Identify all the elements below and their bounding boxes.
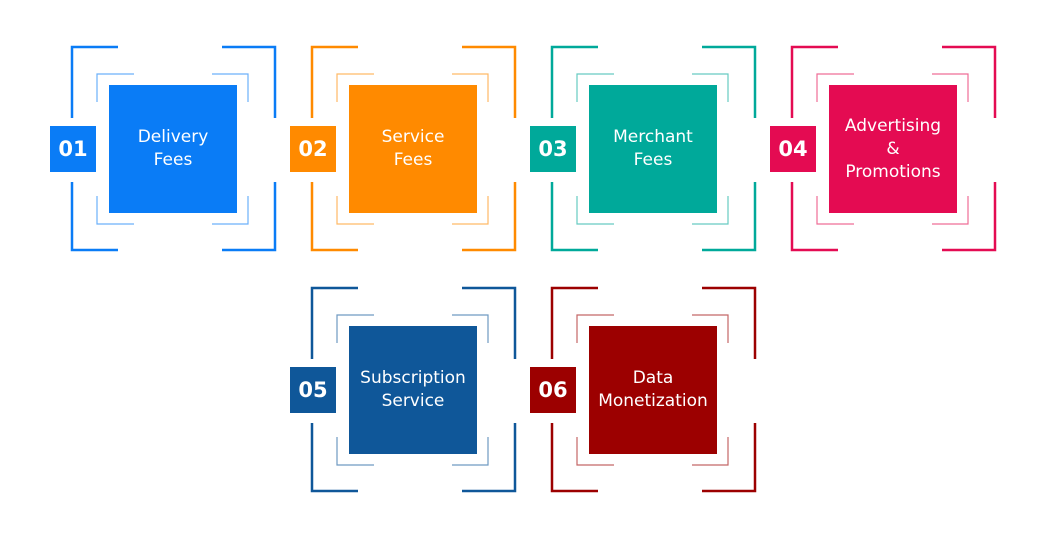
step-number-badge-5: 05	[290, 367, 336, 413]
step-box-5: Subscription Service	[349, 326, 477, 454]
inner-bracket-4	[932, 196, 969, 225]
step-frame-6	[550, 286, 757, 493]
step-card-3: Merchant Fees 03	[530, 45, 770, 256]
inner-bracket-2	[576, 196, 614, 225]
inner-bracket-1	[96, 73, 134, 102]
outer-bracket-3	[462, 45, 517, 118]
outer-bracket-1	[310, 45, 358, 118]
outer-bracket-2	[550, 182, 598, 252]
inner-bracket-4	[452, 196, 489, 225]
inner-bracket-1	[576, 314, 614, 343]
outer-bracket-1	[790, 45, 838, 118]
outer-bracket-2	[790, 182, 838, 252]
step-frame-1	[70, 45, 277, 252]
inner-bracket-3	[692, 73, 729, 102]
outer-bracket-2	[310, 423, 358, 493]
step-box-1: Delivery Fees	[109, 85, 237, 213]
outer-bracket-1	[310, 286, 358, 359]
outer-bracket-1	[550, 45, 598, 118]
step-number-badge-2: 02	[290, 126, 336, 172]
outer-bracket-4	[222, 182, 277, 252]
outer-bracket-3	[702, 45, 757, 118]
step-card-4: Advertising & Promotions 04	[770, 45, 1010, 256]
outer-bracket-3	[462, 286, 517, 359]
step-box-2: Service Fees	[349, 85, 477, 213]
outer-bracket-3	[942, 45, 997, 118]
step-card-1: Delivery Fees 01	[50, 45, 290, 256]
outer-bracket-1	[550, 286, 598, 359]
inner-bracket-4	[692, 437, 729, 466]
inner-bracket-3	[212, 73, 249, 102]
inner-bracket-2	[816, 196, 854, 225]
inner-bracket-2	[336, 196, 374, 225]
step-number-badge-6: 06	[530, 367, 576, 413]
outer-bracket-3	[222, 45, 277, 118]
outer-bracket-4	[462, 423, 517, 493]
outer-bracket-2	[310, 182, 358, 252]
step-frame-5	[310, 286, 517, 493]
inner-bracket-2	[96, 196, 134, 225]
inner-bracket-1	[816, 73, 854, 102]
step-number-badge-1: 01	[50, 126, 96, 172]
inner-bracket-1	[336, 314, 374, 343]
inner-bracket-4	[212, 196, 249, 225]
step-number-badge-3: 03	[530, 126, 576, 172]
outer-bracket-2	[550, 423, 598, 493]
step-box-4: Advertising & Promotions	[829, 85, 957, 213]
step-frame-4	[790, 45, 997, 252]
step-frame-3	[550, 45, 757, 252]
outer-bracket-4	[702, 423, 757, 493]
inner-bracket-4	[692, 196, 729, 225]
inner-bracket-4	[452, 437, 489, 466]
outer-bracket-2	[70, 182, 118, 252]
inner-bracket-1	[336, 73, 374, 102]
step-card-6: Data Monetization 06	[530, 286, 770, 497]
inner-bracket-3	[692, 314, 729, 343]
inner-bracket-3	[932, 73, 969, 102]
step-box-3: Merchant Fees	[589, 85, 717, 213]
step-number-badge-4: 04	[770, 126, 816, 172]
inner-bracket-1	[576, 73, 614, 102]
step-card-2: Service Fees 02	[290, 45, 530, 256]
outer-bracket-4	[702, 182, 757, 252]
outer-bracket-1	[70, 45, 118, 118]
inner-bracket-2	[576, 437, 614, 466]
step-frame-2	[310, 45, 517, 252]
outer-bracket-4	[462, 182, 517, 252]
inner-bracket-2	[336, 437, 374, 466]
outer-bracket-3	[702, 286, 757, 359]
inner-bracket-3	[452, 73, 489, 102]
inner-bracket-3	[452, 314, 489, 343]
outer-bracket-4	[942, 182, 997, 252]
step-box-6: Data Monetization	[589, 326, 717, 454]
step-card-5: Subscription Service 05	[290, 286, 530, 497]
